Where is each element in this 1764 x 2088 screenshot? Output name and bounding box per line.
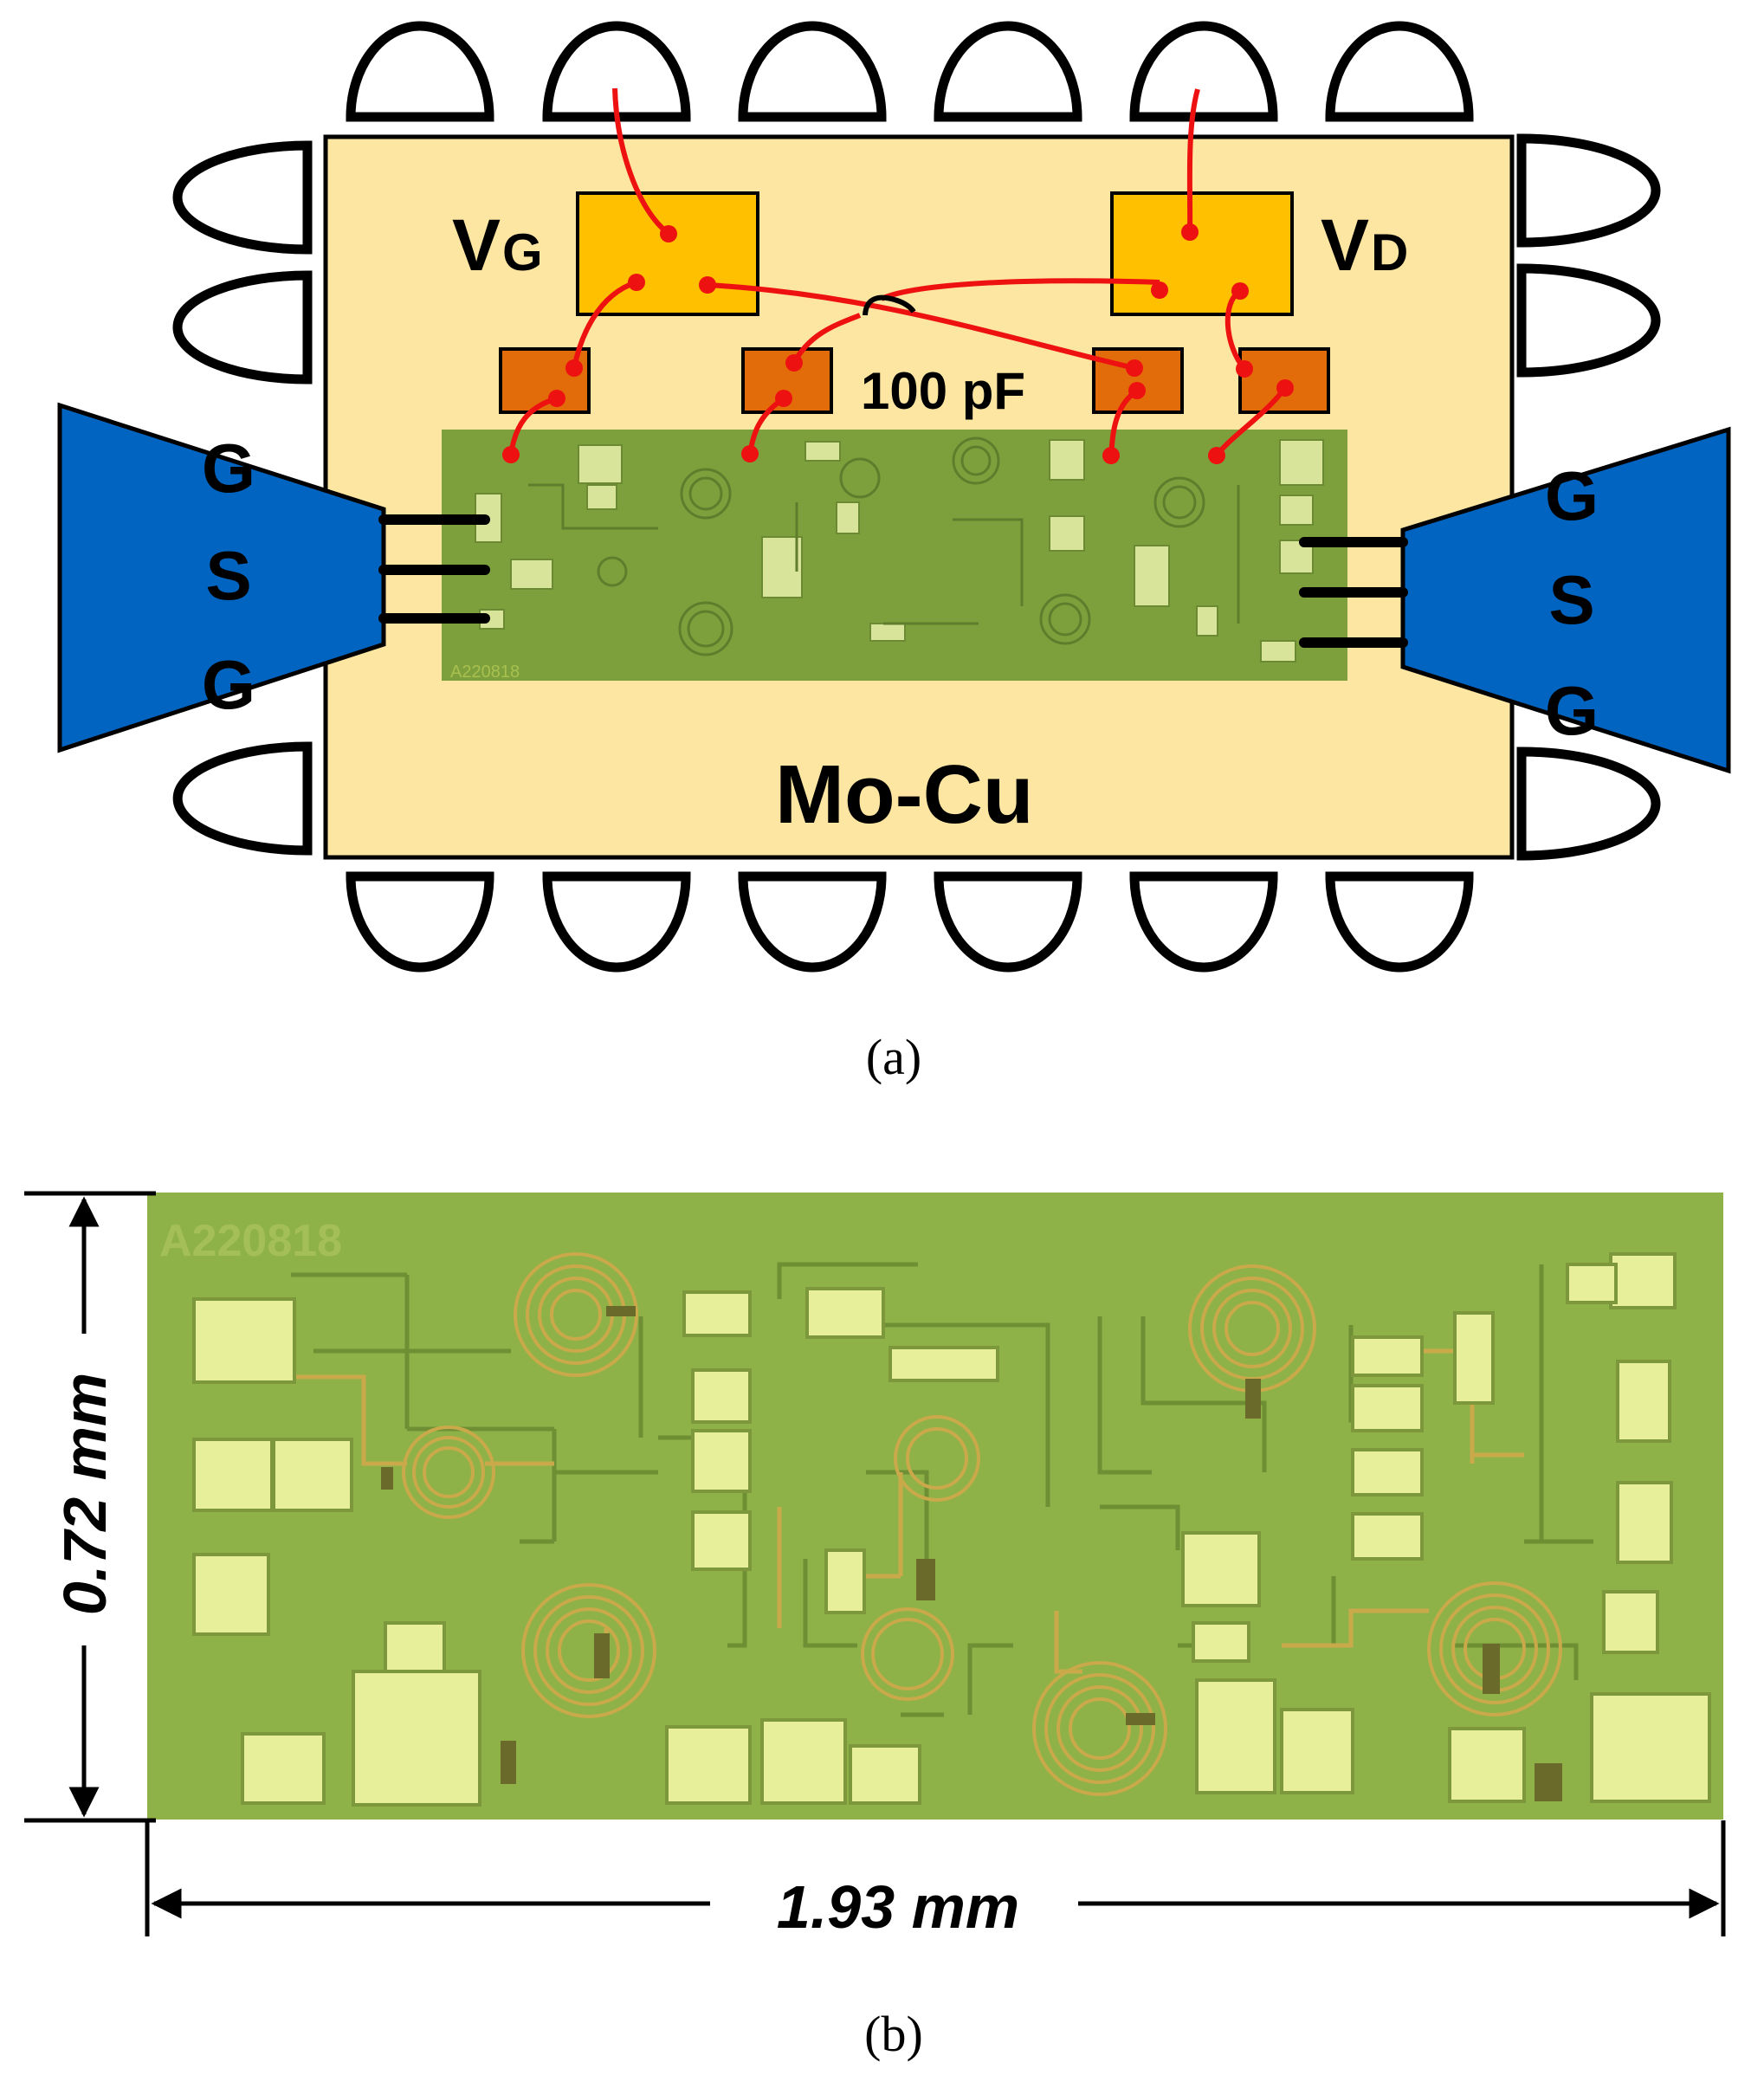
pad bbox=[272, 1438, 353, 1512]
pad bbox=[665, 1725, 752, 1805]
pad bbox=[1351, 1384, 1424, 1432]
bypass-capacitors bbox=[499, 347, 1330, 414]
left-solder-bumps bbox=[172, 140, 313, 856]
svg-text:G: G bbox=[202, 430, 255, 507]
pad bbox=[888, 1346, 999, 1382]
capacitor-3 bbox=[1092, 347, 1184, 414]
pad bbox=[1616, 1481, 1673, 1564]
mmic-chip-small: A220818 bbox=[442, 430, 1347, 682]
pad bbox=[192, 1438, 274, 1512]
svg-text:G: G bbox=[202, 646, 255, 723]
pad bbox=[805, 1287, 885, 1339]
carrier-label: Mo-Cu bbox=[775, 748, 1034, 841]
pad bbox=[691, 1429, 752, 1493]
pad bbox=[1192, 1621, 1250, 1663]
right-gsg-probe bbox=[1299, 426, 1731, 774]
pad bbox=[849, 1744, 921, 1805]
chip-id-marking: A220818 bbox=[159, 1216, 342, 1266]
pad bbox=[691, 1510, 752, 1571]
inductor bbox=[1032, 1661, 1167, 1796]
inductor bbox=[402, 1425, 495, 1519]
package-assembly-diagram: A220818 bbox=[57, 21, 1731, 1085]
svg-text:S: S bbox=[205, 537, 251, 614]
spiral-inductors bbox=[402, 1252, 1562, 1796]
wire-crossover bbox=[863, 294, 916, 316]
pad bbox=[691, 1368, 752, 1424]
panel-b-label: (b) bbox=[864, 2006, 923, 2062]
top-solder-bumps bbox=[346, 21, 1474, 122]
left-probe-labels: G S G bbox=[202, 430, 255, 723]
inductor bbox=[894, 1415, 980, 1502]
height-dimension: 0.72 mm bbox=[24, 1191, 156, 1823]
pad bbox=[1616, 1360, 1671, 1443]
capacitor-label: 100 pF bbox=[861, 362, 1025, 420]
svg-text:S: S bbox=[1548, 561, 1594, 638]
pad bbox=[192, 1297, 296, 1384]
pad bbox=[1609, 1252, 1677, 1309]
capacitor-1 bbox=[499, 347, 591, 414]
pad bbox=[1351, 1335, 1424, 1377]
gate-voltage-label: VG bbox=[452, 204, 543, 286]
drain-dc-pad bbox=[1110, 191, 1294, 316]
pad bbox=[1351, 1512, 1424, 1561]
metal-pads bbox=[192, 1252, 1711, 1807]
pad bbox=[241, 1732, 326, 1805]
pad bbox=[1181, 1531, 1261, 1607]
inductor bbox=[861, 1607, 954, 1701]
pad bbox=[1195, 1678, 1276, 1794]
bond-points bbox=[502, 223, 1294, 464]
pad bbox=[1566, 1263, 1618, 1304]
pad bbox=[1448, 1727, 1526, 1803]
pad bbox=[192, 1553, 270, 1636]
pad bbox=[1280, 1708, 1354, 1794]
drain-voltage-label: VD bbox=[1321, 204, 1408, 286]
svg-text:G: G bbox=[1545, 672, 1599, 749]
width-dimension-label: 1.93 mm bbox=[777, 1873, 1019, 1941]
pad bbox=[1453, 1311, 1495, 1405]
pad bbox=[352, 1670, 481, 1807]
pad bbox=[384, 1621, 446, 1675]
left-gsg-probe bbox=[57, 402, 490, 753]
panel-a-label: (a) bbox=[866, 1029, 921, 1085]
pad bbox=[760, 1718, 847, 1805]
chip-small-components bbox=[381, 1306, 1562, 1801]
pad bbox=[1351, 1448, 1424, 1497]
pad bbox=[682, 1290, 752, 1337]
pad bbox=[824, 1548, 866, 1614]
width-dimension: 1.93 mm bbox=[145, 1820, 1726, 1941]
svg-text:A220818: A220818 bbox=[450, 663, 520, 682]
gate-dc-pad bbox=[576, 191, 759, 316]
svg-text:G: G bbox=[1545, 457, 1599, 534]
pad bbox=[1602, 1590, 1659, 1654]
right-probe-labels: G S G bbox=[1545, 457, 1599, 749]
chip-photo-panel: A220818 bbox=[24, 1191, 1726, 2062]
bottom-solder-bumps bbox=[346, 871, 1474, 973]
right-solder-bumps bbox=[1516, 133, 1661, 861]
pad bbox=[1590, 1692, 1711, 1803]
inductor bbox=[521, 1583, 656, 1718]
height-dimension-label: 0.72 mm bbox=[51, 1373, 119, 1615]
